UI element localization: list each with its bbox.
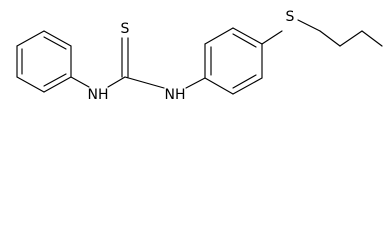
bond	[124, 76, 165, 89]
chemical-structure-diagram: S NH NH S	[16, 9, 383, 103]
bond	[204, 27, 234, 45]
double-bond-inner	[232, 74, 257, 89]
bond	[339, 30, 363, 47]
double-bond-inner	[43, 73, 67, 87]
thione-sulfur-label: S	[121, 21, 130, 37]
bond	[185, 77, 206, 89]
thiourea-linker	[70, 37, 206, 89]
double-bond-inner	[43, 36, 67, 50]
phenyl-ring	[16, 30, 72, 93]
bond	[16, 30, 45, 47]
double-bond-inner	[232, 33, 257, 48]
bond	[319, 30, 341, 47]
bond	[361, 30, 383, 47]
bond	[297, 19, 321, 32]
bond	[261, 30, 283, 45]
nh-left-label: NH	[88, 87, 109, 103]
thioether-sulfur-label: S	[286, 9, 295, 25]
bond	[107, 76, 126, 88]
bond	[70, 76, 90, 88]
bond	[204, 77, 234, 95]
bond	[232, 77, 263, 95]
bond	[16, 76, 45, 93]
bond	[43, 30, 72, 47]
bond	[232, 27, 263, 45]
benzene-ring	[204, 27, 263, 95]
bond	[43, 76, 72, 93]
butylthio-chain	[261, 19, 383, 47]
nh-right-label: NH	[165, 87, 186, 103]
